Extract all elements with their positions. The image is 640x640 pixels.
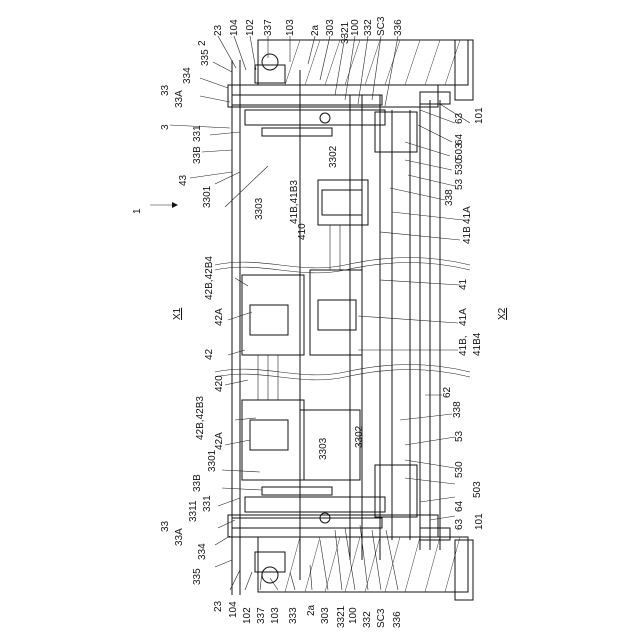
label-bottom: 336 [392,611,403,628]
label-top: 102 [245,19,256,36]
label-bottom-right: 64 [454,500,465,512]
label-bottom-left: 3311 [188,500,199,522]
label-mid-left: 42B,42B4 [204,256,215,300]
label-right: 64 [454,133,465,145]
label-bottom: 2a [306,604,317,616]
label-right: 338 [444,189,455,206]
label-right: 503 [454,143,465,160]
label-mid-right: 41B4 [472,332,483,356]
label-bottom-left: 33 [160,520,171,532]
label-top: 303 [325,19,336,36]
label-bottom: 333 [288,607,299,624]
label-bottom: 102 [242,607,253,624]
label-mid-right: 41 [458,278,469,290]
label-mid-right: 41B, [458,335,469,356]
label-mid-right: 62 [442,386,453,398]
label-mid-left: 42B,42B3 [195,396,206,440]
label-left: 335 [200,49,211,66]
label-bottom: 337 [256,607,267,624]
label-left: 33 [160,84,171,96]
label-bottom: 332 [362,611,373,628]
label-bottom-right: 503 [472,481,483,498]
label-left: 33A [174,90,185,108]
label-bottom: 104 [228,601,239,618]
label-left: 43 [178,174,189,186]
label-right: 53 [454,178,465,190]
label-left: 2 [197,40,208,46]
label-bottom-left: 33A [174,528,185,546]
label-mid-left: 420 [214,375,225,392]
label-bottom: 23 [213,600,224,612]
label-top: 103 [285,19,296,36]
label-left: 33B [192,146,203,164]
reference-labels: 1 X1 X2 23 104 102 337 103 333 2a 303 33… [132,16,508,628]
label-bottom-right: 101 [474,513,485,530]
label-top: 100 [350,19,361,36]
label-left: 334 [182,67,193,84]
label-bottom-left: 3301 [207,449,218,472]
label-mid-right: 338 [452,401,463,418]
label-top: SC3 [376,16,387,36]
main-ref-arrowhead [172,202,178,208]
label-x2: X2 [497,307,508,320]
label-top: 23 [213,24,224,36]
label-right: 41B [462,226,473,244]
label-right: 101 [474,107,485,124]
label-x1: X1 [172,307,183,320]
label-bottom-center: 3302 [354,425,365,448]
label-left: 3 [160,124,171,130]
label-mid-right: 41A [458,308,469,326]
label-mid-left: 42 [204,348,215,360]
label-right: 530 [454,158,465,175]
label-top: 336 [393,19,404,36]
label-top: 337 [263,19,274,36]
label-bottom-right: 63 [454,518,465,530]
label-bottom-left: 335 [192,568,203,585]
window-frame-structure [215,40,473,600]
label-left: 3303 [254,197,265,220]
label-bottom-left: 33B [192,474,203,492]
label-right: 3302 [328,145,339,168]
label-right: 41A [462,206,473,224]
label-left: 3301 [202,185,213,208]
label-right: 41B,41B3 [289,180,300,224]
label-bottom-left: 331 [202,495,213,512]
label-bottom-right: 530 [454,461,465,478]
label-bottom-center: 3303 [318,437,329,460]
label-main-ref: 1 [132,208,143,214]
label-bottom: 100 [348,607,359,624]
label-bottom-left: 334 [197,543,208,560]
label-bottom: 103 [270,607,281,624]
label-bottom: 303 [320,607,331,624]
label-top: 332 [363,19,374,36]
label-bottom: SC3 [376,608,387,628]
label-right: 63 [454,112,465,124]
label-mid-right: 53 [454,430,465,442]
label-right: 410 [297,223,308,240]
label-top: 104 [229,19,240,36]
label-mid-left: 42A [214,432,225,450]
label-top: 2a [310,24,321,36]
label-bottom: 3321 [336,605,347,628]
label-mid-left: 42A [214,308,225,326]
label-left: 331 [192,125,203,142]
